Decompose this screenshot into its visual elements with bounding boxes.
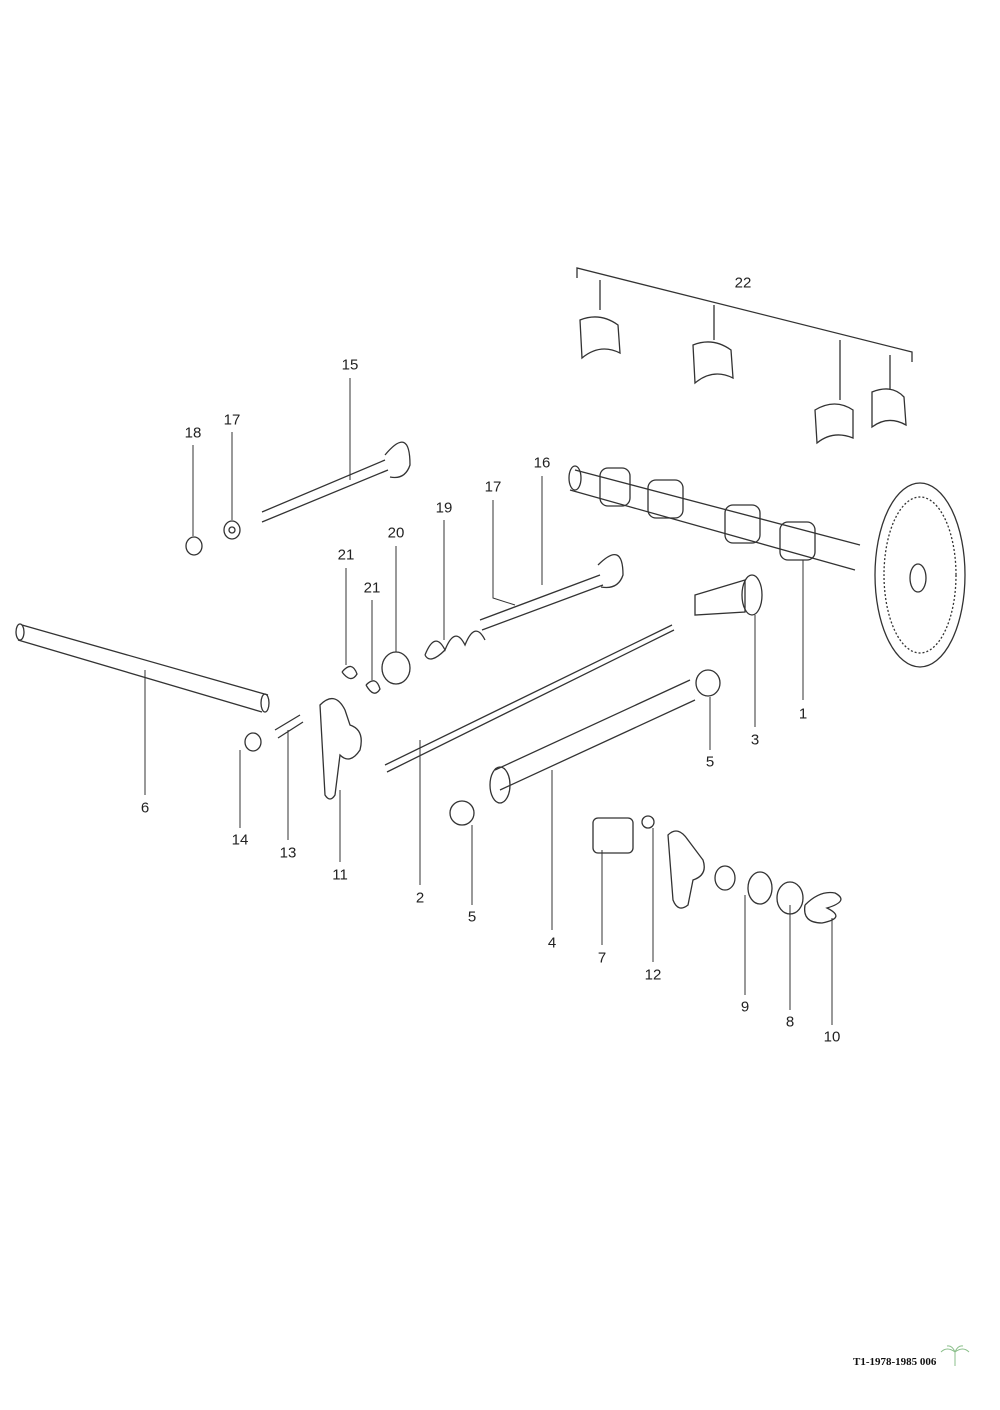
reference-code: T1-1978-1985 006 xyxy=(853,1356,937,1368)
seal-5b xyxy=(695,669,721,697)
bracket-22 xyxy=(576,267,913,400)
spring-19 xyxy=(424,630,486,660)
callout-17: 17 xyxy=(484,478,502,496)
support-7 xyxy=(592,817,634,854)
clip-12 xyxy=(641,815,655,829)
logo xyxy=(938,1344,972,1370)
callout-7: 7 xyxy=(597,949,607,967)
callout-2: 2 xyxy=(415,889,425,907)
keeper-21a xyxy=(341,665,358,680)
pushrod-tube-4 xyxy=(489,679,696,804)
rocker-arm-b xyxy=(667,830,705,909)
callout-9: 9 xyxy=(740,998,750,1016)
rocker-arm-11 xyxy=(319,698,362,800)
keeper-21b xyxy=(365,680,381,694)
callout-4: 4 xyxy=(547,934,557,952)
valve-16 xyxy=(479,554,624,631)
callout-20: 20 xyxy=(387,524,405,542)
callout-14: 14 xyxy=(231,831,249,849)
washer-5a xyxy=(449,800,475,826)
camshaft xyxy=(568,465,966,668)
callout-19: 19 xyxy=(435,499,453,517)
callout-12: 12 xyxy=(644,966,662,984)
callout-21: 21 xyxy=(337,546,355,564)
callout-22: 22 xyxy=(734,274,752,292)
valve-cap-18 xyxy=(185,536,203,556)
callout-11: 11 xyxy=(332,866,348,884)
lifter-3 xyxy=(694,579,746,616)
callout-18: 18 xyxy=(184,424,202,442)
callout-6: 6 xyxy=(140,799,150,817)
callout-17: 17 xyxy=(223,411,241,429)
washer-17 xyxy=(223,520,241,540)
bearing-shells xyxy=(579,316,907,445)
callout-5: 5 xyxy=(705,753,715,771)
washer-9 xyxy=(747,871,773,905)
callout-8: 8 xyxy=(785,1013,795,1031)
callout-15: 15 xyxy=(341,356,359,374)
leader-lines xyxy=(144,378,833,1025)
valve-15 xyxy=(261,441,411,523)
pushrod-2 xyxy=(384,624,675,773)
callout-1: 1 xyxy=(798,705,808,723)
callout-5: 5 xyxy=(467,908,477,926)
callout-3: 3 xyxy=(750,731,760,749)
palm-logo-icon xyxy=(940,1345,970,1366)
rocker-shaft-6 xyxy=(17,624,269,713)
screw-13 xyxy=(274,714,304,739)
spring-clip-10 xyxy=(803,891,842,924)
callout-16: 16 xyxy=(533,454,551,472)
callout-21: 21 xyxy=(363,579,381,597)
nut-14 xyxy=(244,732,262,752)
callout-13: 13 xyxy=(279,844,297,862)
callout-10: 10 xyxy=(823,1028,841,1046)
spring-cap-20 xyxy=(381,651,411,685)
